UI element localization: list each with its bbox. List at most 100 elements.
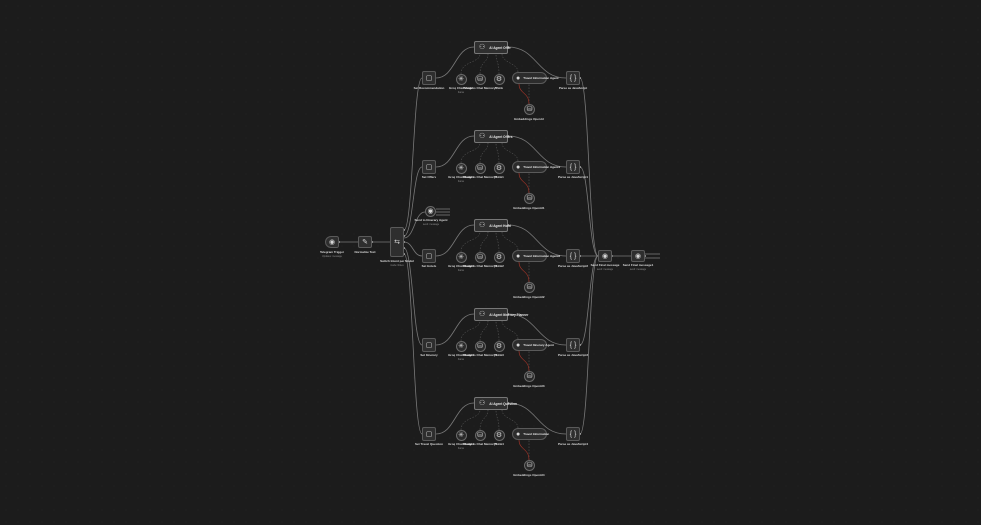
ai-agent-node-3[interactable]: ⚇AI Agent Itinerary Planner	[474, 308, 528, 321]
code-node-4[interactable]: { }	[566, 427, 580, 441]
final-send-node-0[interactable]: ◉	[598, 250, 612, 262]
model-node-0-1[interactable]: ⛁	[474, 74, 486, 85]
code-node-3[interactable]: { }	[566, 338, 580, 352]
tool-icon: ●	[516, 252, 521, 260]
switch-intent-node[interactable]: ⇆	[390, 227, 404, 257]
model-node-1-0[interactable]: ✳	[455, 163, 467, 174]
model-label-2-1: Postgres Chat Memory3	[462, 264, 498, 268]
robot-icon: ⚇	[479, 133, 486, 140]
model-node-2-2[interactable]: ⚙	[493, 252, 505, 263]
code-icon: { }	[569, 252, 577, 260]
set-node-1[interactable]: ▢	[422, 160, 436, 174]
ai-agent-node-2[interactable]: ⚇AI Agent Hotel	[474, 219, 512, 232]
wire-code-final-4	[579, 255, 599, 435]
tool-node-0[interactable]: ●Travel Information Agent	[512, 72, 558, 84]
set-node-label-3: Set Itinerary	[420, 353, 438, 357]
model-sublabel-3-0: llama	[458, 358, 464, 361]
pencil-icon: ✎	[362, 238, 368, 246]
redwire-3	[518, 350, 530, 372]
embeddings-label-1: Embeddings OpenAI1	[513, 206, 545, 210]
embeddings-node-1[interactable]: ⛁	[524, 193, 535, 204]
gear-icon: ⚙	[495, 432, 503, 439]
set-node-4[interactable]: ▢	[422, 427, 436, 441]
tool-node-2[interactable]: ●Travel Information Agent2	[512, 250, 560, 262]
model-node-0-0[interactable]: ✳	[455, 74, 467, 85]
model-sublabel-0-0: llama	[458, 91, 464, 94]
subwire-1-0	[460, 142, 481, 164]
robot-icon: ⚇	[479, 222, 486, 229]
model-node-3-1[interactable]: ⛁	[474, 341, 486, 352]
model-node-4-1[interactable]: ⛁	[474, 430, 486, 441]
model-node-1-2[interactable]: ⚙	[493, 163, 505, 174]
ai-agent-node-1[interactable]: ⚇AI Agent Offers	[474, 130, 513, 143]
model-label-4-1: Postgres Chat Memory5	[462, 442, 498, 446]
postgres-icon: ⛁	[477, 254, 483, 261]
code-node-2[interactable]: { }	[566, 249, 580, 263]
wire-set-agent-2	[435, 224, 475, 257]
set-icon: ▢	[425, 252, 433, 260]
code-icon: { }	[569, 74, 577, 82]
subwire-2-2	[495, 231, 500, 253]
wire-set-agent-4	[435, 402, 475, 435]
wire-switch-set-0	[403, 77, 423, 231]
wire-switch-set-2	[403, 241, 423, 257]
telegram-icon: ◉	[328, 238, 336, 246]
embeddings-icon: ⛁	[526, 195, 533, 202]
switch-icon: ⇆	[394, 238, 400, 246]
set-node-3[interactable]: ▢	[422, 338, 436, 352]
ai-agent-node-0[interactable]: ⚇AI Agent Offer	[474, 41, 511, 54]
trigger-node-sublabel: Updates: message	[322, 255, 342, 258]
model-label-3-2: Think3	[494, 353, 504, 357]
model-node-1-1[interactable]: ⛁	[474, 163, 486, 174]
embeddings-icon: ⛁	[526, 462, 533, 469]
telegram-trigger-node[interactable]: ◉	[325, 236, 339, 248]
model-sublabel-4-0: llama	[458, 447, 464, 450]
model-label-1-0: Groq Chat Model1	[448, 175, 474, 179]
subwire-tool-1	[501, 142, 519, 162]
model-node-4-2[interactable]: ⚙	[493, 430, 505, 441]
model-node-2-1[interactable]: ⛁	[474, 252, 486, 263]
tool-node-4[interactable]: ●Travel Information	[512, 428, 549, 440]
code-node-0[interactable]: { }	[566, 71, 580, 85]
model-node-3-2[interactable]: ⚙	[493, 341, 505, 352]
model-node-2-0[interactable]: ✳	[455, 252, 467, 263]
final-send-node-1[interactable]: ◉	[631, 250, 645, 262]
set-node-2[interactable]: ▢	[422, 249, 436, 263]
code-node-1[interactable]: { }	[566, 160, 580, 174]
model-node-0-2[interactable]: ⚙	[493, 74, 505, 85]
model-node-3-0[interactable]: ✳	[455, 341, 467, 352]
trigger-node-label: Telegram Trigger	[319, 250, 345, 254]
ai-agent-title-4: AI Agent Question	[489, 401, 517, 406]
subwire-1-1	[479, 142, 489, 164]
ai-agent-node-4[interactable]: ⚇AI Agent Question	[474, 397, 517, 410]
embeddings-node-0[interactable]: ⛁	[524, 104, 535, 115]
wire-code-final-3	[579, 255, 599, 346]
set-node-0[interactable]: ▢	[422, 71, 436, 85]
model-label-3-1: Postgres Chat Memory4	[462, 353, 498, 357]
subwire-2-0	[460, 231, 481, 253]
wire-switch-set-1	[403, 166, 423, 237]
tool-node-1[interactable]: ●Travel Information Agent1	[512, 161, 560, 173]
embeddings-icon: ⛁	[526, 284, 533, 291]
subwire-0-2	[495, 53, 500, 75]
tool-node-3[interactable]: ●Travel Itinerary Agent	[512, 339, 554, 351]
wire-switch-memory	[403, 211, 426, 239]
groq-icon: ✳	[458, 165, 464, 172]
subwire-3-2	[495, 320, 500, 342]
normalize-text-node[interactable]: ✎	[358, 236, 372, 248]
model-label-2-0: Groq Chat Model2	[448, 264, 474, 268]
model-label-3-0: Groq Chat Model3	[448, 353, 474, 357]
model-node-4-0[interactable]: ✳	[455, 430, 467, 441]
ai-agent-title-2: AI Agent Hotel	[489, 223, 512, 228]
set-icon: ▢	[425, 74, 433, 82]
subwire-4-1	[479, 409, 489, 431]
postgres-icon: ⛁	[477, 165, 483, 172]
embeddings-node-2[interactable]: ⛁	[524, 282, 535, 293]
embeddings-node-3[interactable]: ⛁	[524, 371, 535, 382]
embeddings-node-4[interactable]: ⛁	[524, 460, 535, 471]
switch-node-sublabel: mode: Rules	[390, 264, 404, 267]
send-itinerary-agent-node[interactable]: ◉	[425, 206, 436, 217]
telegram-icon: ◉	[601, 252, 609, 260]
subwire-tool-0	[501, 53, 519, 73]
